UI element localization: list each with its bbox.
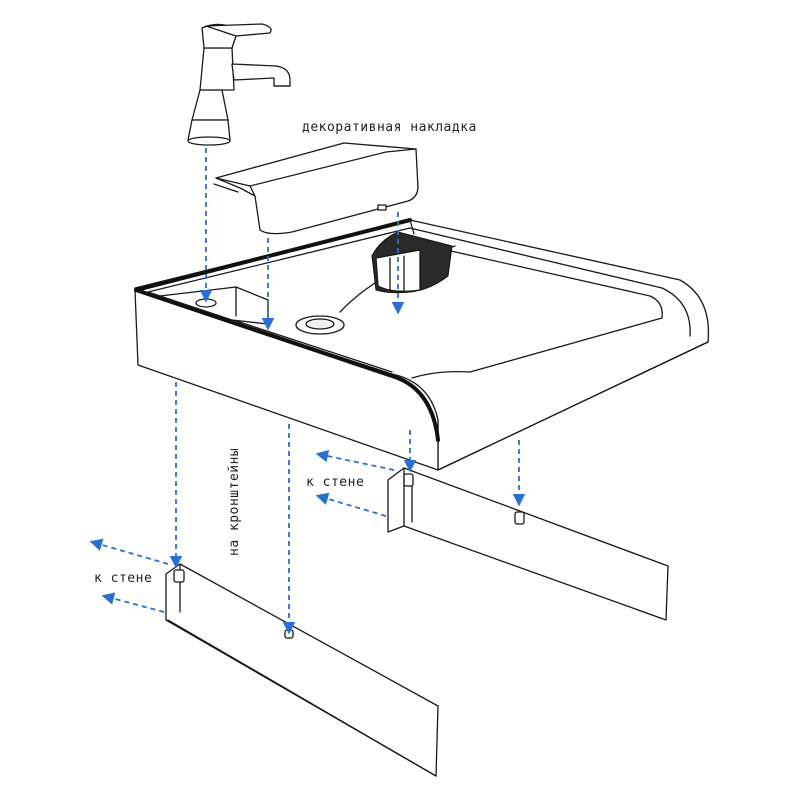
faucet bbox=[187, 23, 291, 146]
label-to-wall-right: к стене bbox=[306, 475, 364, 490]
label-decorative-overlay: декоративная накладка bbox=[302, 120, 477, 135]
right-panel bbox=[387, 467, 669, 621]
left-bracket-slot bbox=[173, 569, 185, 583]
label-on-brackets: на кронштейны bbox=[227, 448, 242, 556]
sink bbox=[134, 218, 710, 471]
right-bracket-slot-right bbox=[514, 511, 525, 525]
arrow-right-wall-bottom bbox=[315, 492, 387, 517]
assembly-arrows bbox=[89, 148, 526, 635]
label-to-wall-left: к стене bbox=[94, 571, 152, 586]
arrow-right-wall-top bbox=[315, 449, 395, 471]
decorative-overlay bbox=[213, 142, 419, 235]
left-panel bbox=[165, 563, 439, 777]
arrow-left-wall-top bbox=[89, 538, 169, 565]
right-bracket-slot-left bbox=[403, 473, 414, 487]
arrow-left-wall-bottom bbox=[101, 592, 165, 613]
